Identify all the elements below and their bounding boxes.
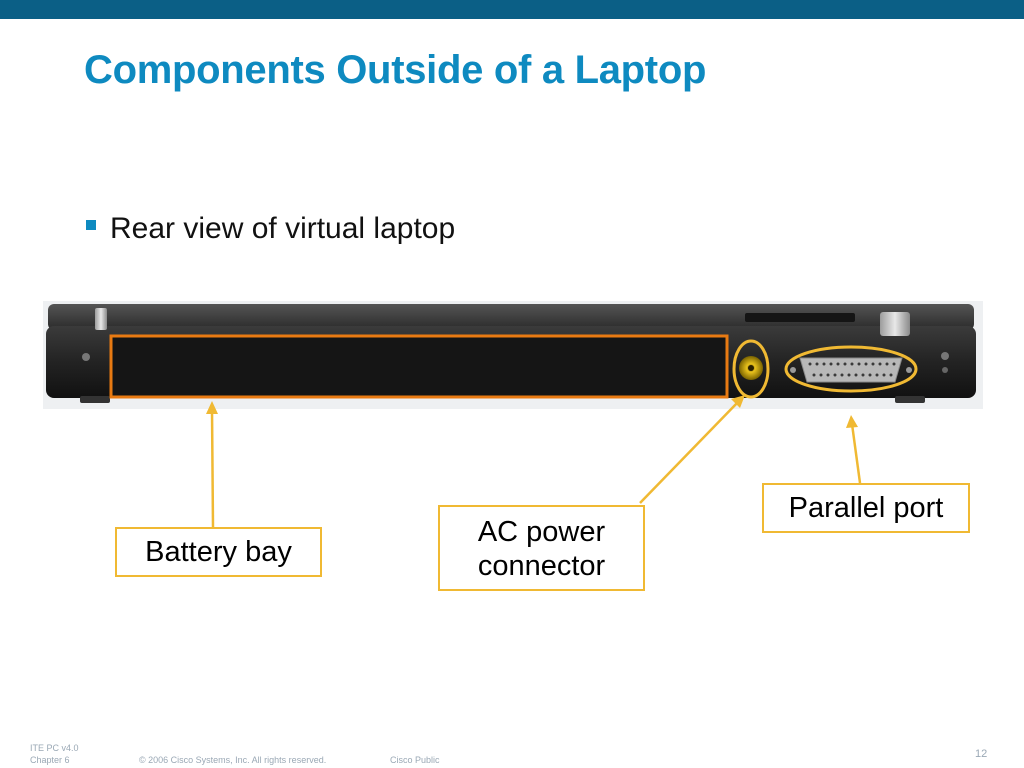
battery-bay [111,336,727,397]
laptop-body [46,326,976,398]
lid-slot [745,313,855,322]
arrow-battery-bay [210,409,215,528]
page-number: 12 [975,748,988,760]
parallel-port-label: Parallel port [788,492,944,524]
header-bar [0,0,1024,19]
hinge-right [880,312,910,336]
laptop-foot-right [895,396,925,403]
photo-background [43,301,983,409]
slide-title: Components Outside of a Laptop [84,48,707,92]
bullet-item: Rear view of virtual laptop [86,212,455,246]
arrowhead-ac-power [731,395,745,408]
footer-classification: Cisco Public [390,755,440,765]
screw-right-lower [942,367,948,373]
parallel-port-callout: Parallel port [762,483,970,533]
laptop-lid-edge [48,304,974,330]
ac-power-connector-callout: AC power connector [438,505,645,591]
battery-bay-label: Battery bay [145,536,292,568]
arrow-ac-power [639,400,740,504]
screw-left [82,353,90,361]
parallel-port-pins [808,362,896,377]
footer-copyright: © 2006 Cisco Systems, Inc. All rights re… [139,755,327,765]
laptop-foot-left [80,396,110,403]
parallel-port-highlight [784,345,918,393]
arrow-parallel-port [850,423,862,484]
bullet-text: Rear view of virtual laptop [110,212,456,245]
screw-right [941,352,949,360]
parallel-port-screw-left [790,367,796,373]
parallel-port [799,357,903,383]
ac-connector [739,356,763,380]
footer-course: ITE PC v4.0 [30,743,79,753]
bullet-square-icon [86,220,96,230]
hinge-left [95,308,107,330]
ac-power-label-line1: AC power [477,516,606,548]
battery-bay-callout: Battery bay [115,527,322,577]
ac-connector-highlight [732,339,770,399]
footer-chapter: Chapter 6 [30,755,70,765]
ac-connector-pin [748,365,754,371]
ac-power-label-line2: connector [477,550,606,582]
arrowhead-parallel-port [846,415,858,428]
parallel-port-screw-right [906,367,912,373]
battery-bay-highlight [109,334,729,399]
arrowhead-battery-bay [206,401,218,414]
